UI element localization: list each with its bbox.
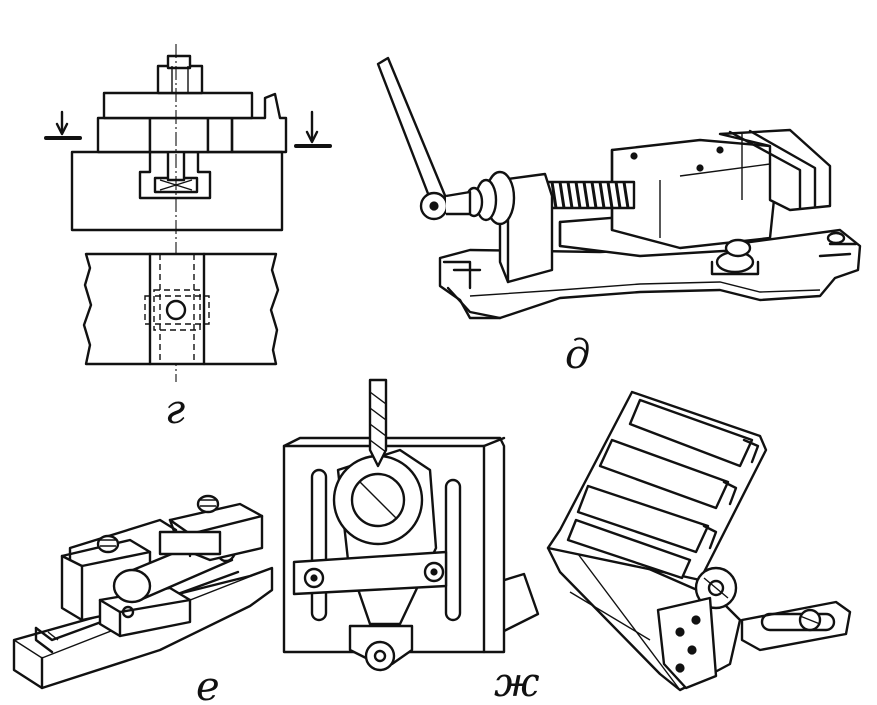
figure-zh-tilting-table [546,390,852,692]
label-e: е [196,664,220,705]
label-d: д [565,332,590,378]
label-g: г [165,387,185,433]
figure-zh-angle-plate-jig [282,378,540,672]
figure-e-v-block-fixture [12,494,274,690]
figure-d-machine-vise [376,56,862,320]
label-zh: ж [494,660,540,705]
figure-g-section-view [44,44,332,382]
figure-g-plan-view [82,252,280,366]
